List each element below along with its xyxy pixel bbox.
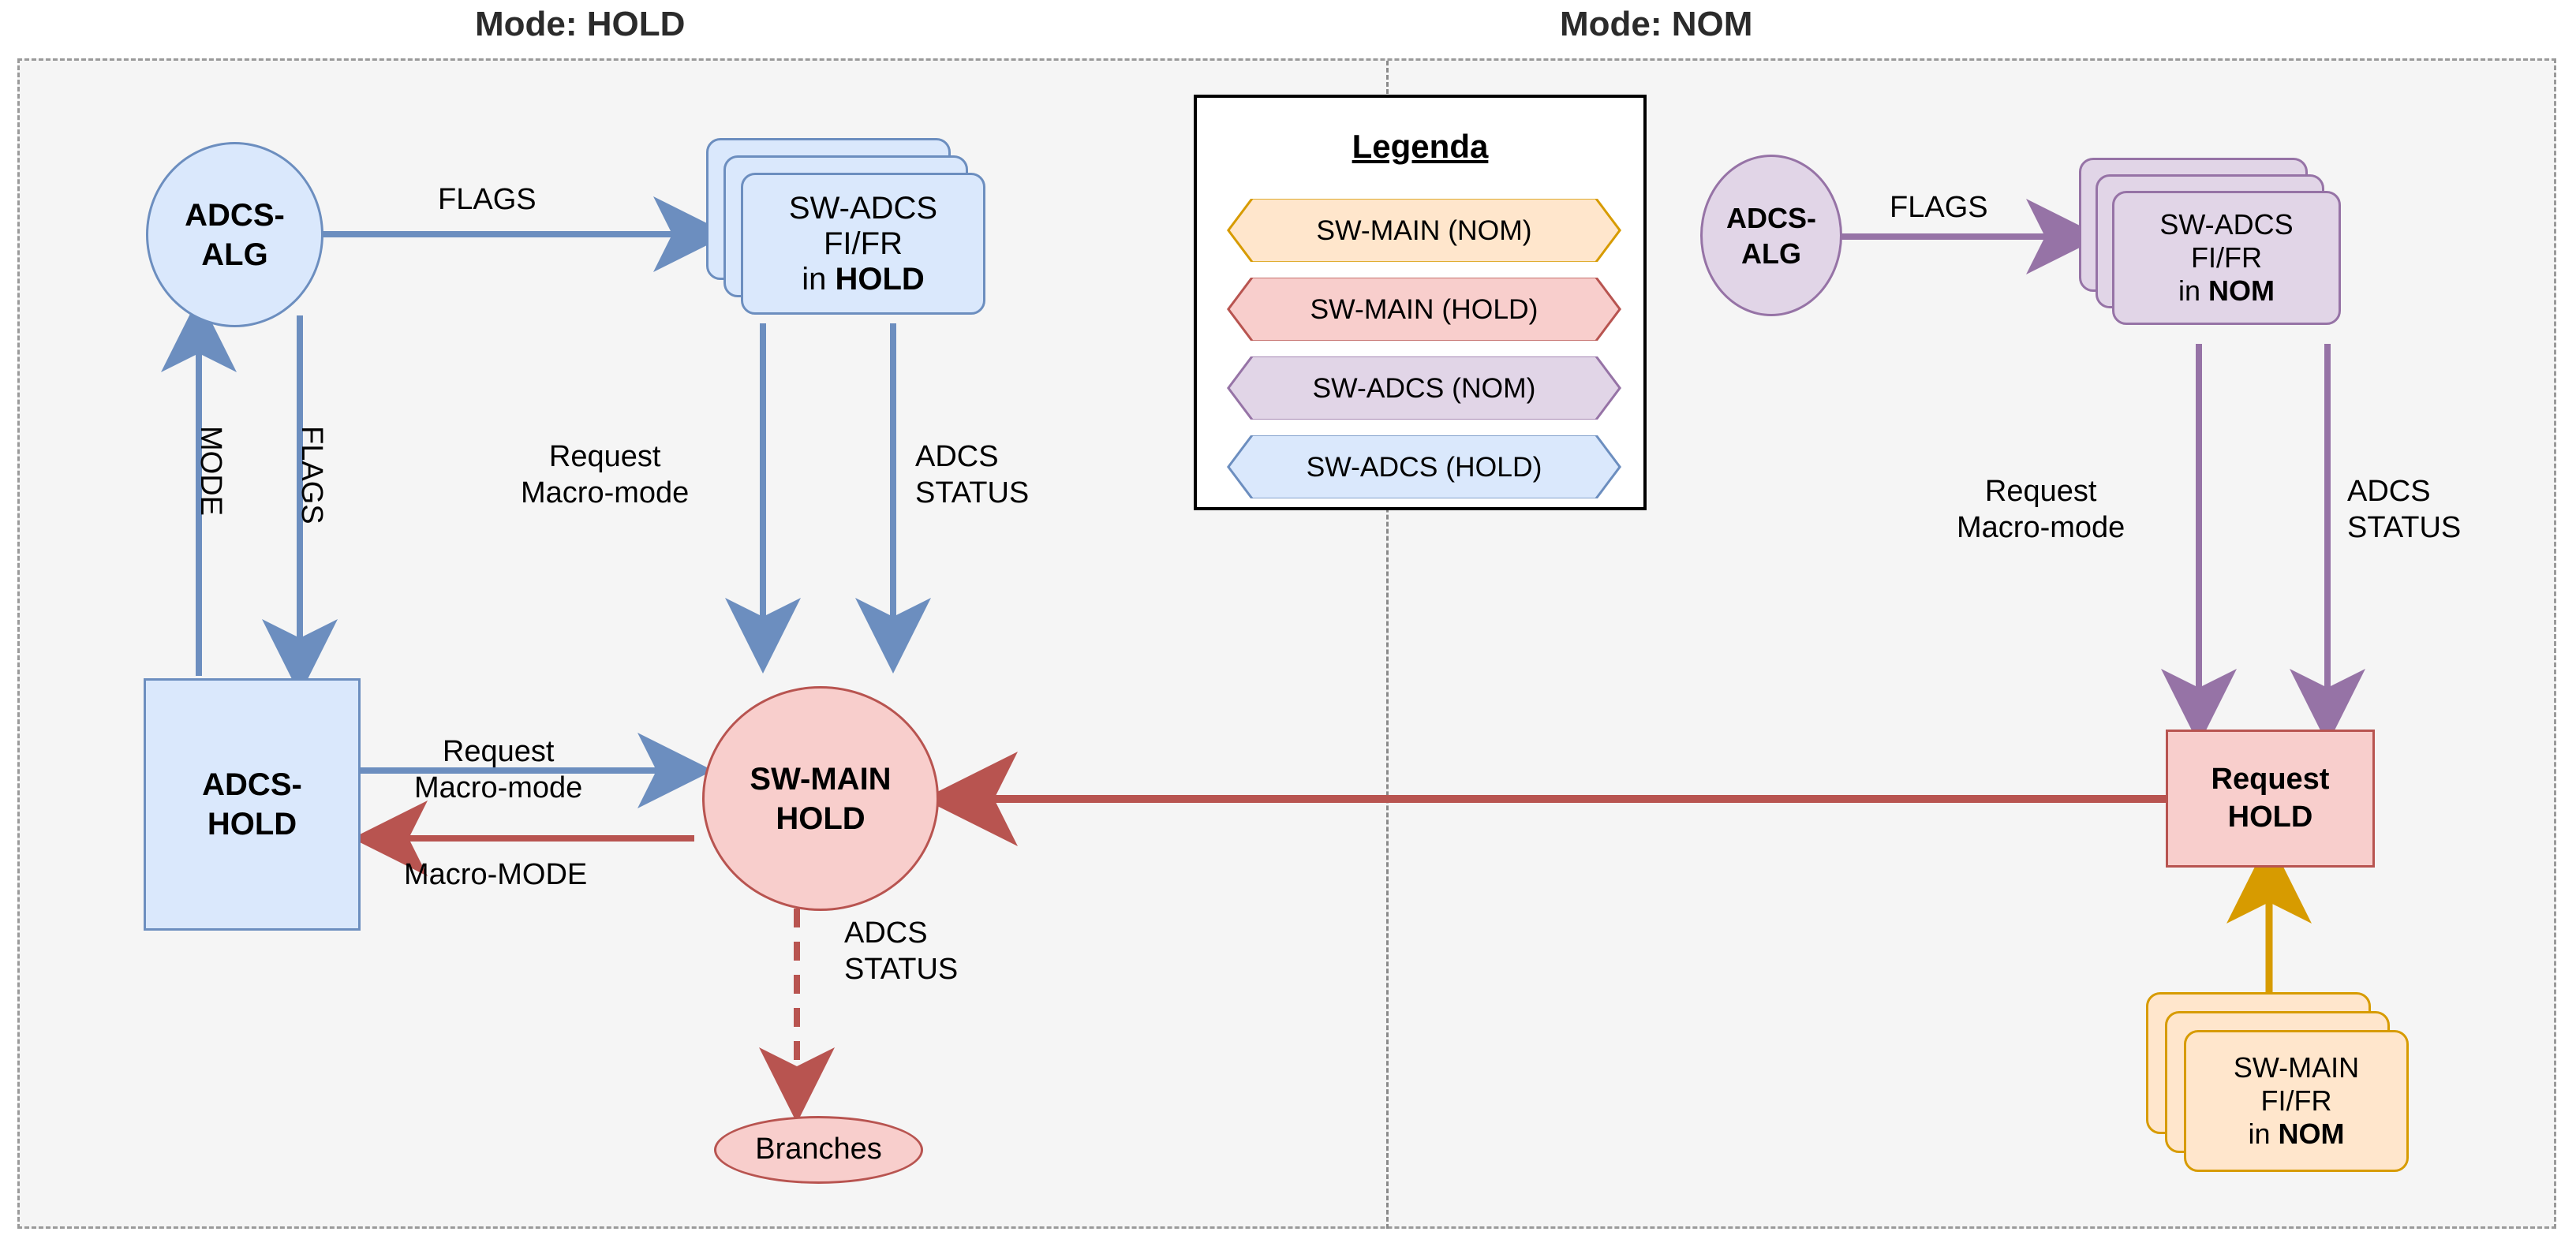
node-nom-adcs-alg[interactable]: ADCS- ALG	[1700, 155, 1842, 316]
node-hold-adcs-hold-line1: ADCS-	[202, 767, 302, 802]
label-nom-flags-top: FLAGS	[1890, 191, 1988, 224]
node-hold-adcs-hold[interactable]: ADCS- HOLD	[144, 678, 361, 931]
label-hold-flags-top: FLAGS	[438, 183, 537, 216]
node-hold-adcs-alg[interactable]: ADCS- ALG	[146, 142, 323, 327]
stack-card-front: SW-ADCS FI/FR in NOM	[2112, 191, 2341, 325]
legend-item-sw-main-hold[interactable]: SW-MAIN (HOLD)	[1227, 278, 1621, 341]
legend-swatch-1: SW-MAIN (HOLD)	[1229, 278, 1619, 341]
node-nom-sw-main-line3: in NOM	[2248, 1118, 2345, 1150]
legend-swatch-2: SW-ADCS (NOM)	[1229, 356, 1619, 420]
legend-item-sw-adcs-hold[interactable]: SW-ADCS (HOLD)	[1227, 435, 1621, 498]
node-nom-sw-adcs-line1: SW-ADCS	[2159, 208, 2294, 241]
node-hold-sw-main-line1: SW-MAIN	[750, 761, 892, 797]
label-hold-adcs-status: ADCS STATUS	[915, 440, 1030, 510]
legend-swatch-3: SW-ADCS (HOLD)	[1229, 435, 1619, 498]
label-hold-mode: MODE	[194, 426, 227, 516]
node-hold-sw-main-hold[interactable]: SW-MAIN HOLD	[702, 686, 939, 911]
node-nom-request-hold-line1: Request	[2211, 763, 2330, 796]
node-nom-sw-main-fifr[interactable]: SW-MAIN FI/FR in NOM	[2146, 992, 2422, 1189]
label-hold-flags-down: FLAGS	[295, 426, 328, 524]
node-nom-sw-adcs-line3: in NOM	[2178, 274, 2275, 307]
label-hold-request-macro-mode: Request Macro-mode	[521, 440, 690, 510]
stack-card-front: SW-ADCS FI/FR in HOLD	[741, 173, 985, 315]
legend-label-0: SW-MAIN (NOM)	[1316, 214, 1532, 246]
node-nom-sw-main-line2: FI/FR	[2260, 1084, 2332, 1117]
legend: Legenda SW-MAIN (NOM) SW-MAIN (HOLD) SW-…	[1194, 95, 1647, 510]
node-nom-adcs-alg-line1: ADCS-	[1726, 201, 1816, 234]
node-hold-sw-adcs-fifr[interactable]: SW-ADCS FI/FR in HOLD	[706, 138, 998, 327]
mode-divider	[1386, 61, 1389, 1229]
legend-label-3: SW-ADCS (HOLD)	[1306, 450, 1542, 483]
node-nom-sw-adcs-fifr[interactable]: SW-ADCS FI/FR in NOM	[2079, 158, 2347, 347]
node-hold-sw-adcs-line2: FI/FR	[824, 226, 903, 261]
legend-item-sw-adcs-nom[interactable]: SW-ADCS (NOM)	[1227, 356, 1621, 420]
legend-swatch-0: SW-MAIN (NOM)	[1229, 199, 1619, 262]
legend-title: Legenda	[1352, 128, 1489, 165]
node-hold-branches[interactable]: Branches	[714, 1116, 923, 1184]
node-hold-adcs-hold-line2: HOLD	[207, 807, 297, 842]
node-nom-adcs-alg-line2: ALG	[1741, 237, 1801, 270]
label-hold-request-macro-mode-h: Request Macro-mode	[414, 735, 583, 805]
node-nom-request-hold-line2: HOLD	[2227, 800, 2313, 834]
legend-label-2: SW-ADCS (NOM)	[1312, 371, 1536, 404]
node-hold-adcs-alg-line1: ADCS-	[185, 197, 285, 233]
node-hold-branches-label: Branches	[755, 1133, 882, 1166]
label-nom-request-macro-mode: Request Macro-mode	[1957, 475, 2125, 545]
node-nom-sw-main-line1: SW-MAIN	[2233, 1051, 2360, 1084]
node-nom-sw-adcs-line2: FI/FR	[2191, 241, 2262, 274]
mode-title-hold: Mode: HOLD	[475, 5, 686, 43]
node-nom-request-hold[interactable]: Request HOLD	[2166, 730, 2375, 868]
label-hold-adcs-status-branches: ADCS STATUS	[844, 916, 959, 987]
label-hold-macro-mode-back: Macro-MODE	[404, 858, 588, 891]
legend-label-1: SW-MAIN (HOLD)	[1310, 293, 1538, 325]
node-hold-adcs-alg-line2: ALG	[201, 237, 268, 272]
node-hold-sw-adcs-line1: SW-ADCS	[788, 190, 938, 226]
label-nom-adcs-status: ADCS STATUS	[2347, 475, 2462, 545]
node-hold-sw-adcs-line3: in HOLD	[802, 261, 925, 297]
node-hold-sw-main-line2: HOLD	[776, 800, 866, 836]
legend-item-sw-main-nom[interactable]: SW-MAIN (NOM)	[1227, 199, 1621, 262]
stack-card-front: SW-MAIN FI/FR in NOM	[2184, 1030, 2409, 1172]
mode-title-nom: Mode: NOM	[1560, 5, 1753, 43]
